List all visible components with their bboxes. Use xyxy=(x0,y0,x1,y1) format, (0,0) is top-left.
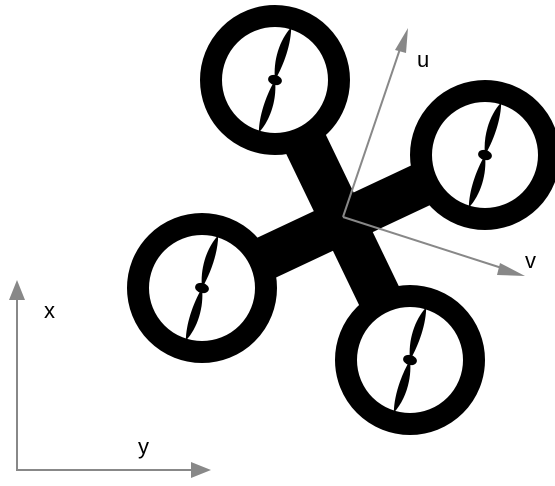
body-frame-axes xyxy=(342,28,525,276)
x-arrow-head-icon xyxy=(9,280,25,300)
rotor-right xyxy=(410,80,555,230)
rotor-front xyxy=(200,5,350,155)
propeller-icon xyxy=(393,307,427,413)
propeller-icon xyxy=(185,235,219,341)
v-axis-line xyxy=(342,216,509,271)
u-axis-label: u xyxy=(417,47,429,72)
propeller-icon xyxy=(258,27,292,133)
propeller-icon xyxy=(468,102,502,208)
u-axis-line xyxy=(342,45,402,218)
world-frame-axes xyxy=(9,280,211,478)
rotor-left xyxy=(127,213,277,363)
u-arrow-head-icon xyxy=(395,28,408,53)
v-arrow-head-icon xyxy=(497,263,525,276)
rotor-back xyxy=(335,285,485,435)
y-axis-label: y xyxy=(138,434,149,459)
x-axis-label: x xyxy=(44,298,55,323)
y-arrow-head-icon xyxy=(191,462,211,478)
v-axis-label: v xyxy=(525,248,536,273)
